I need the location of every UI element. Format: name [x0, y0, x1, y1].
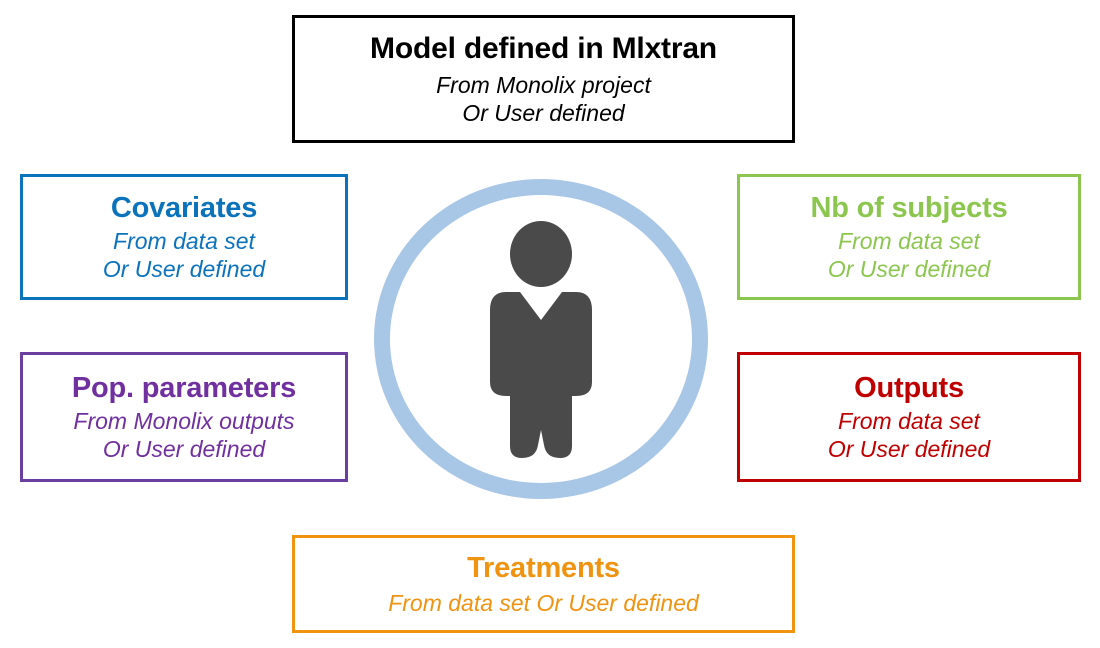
center-subject-figure — [374, 179, 708, 499]
box-treatments-subtitle-1: From data set Or User defined — [388, 589, 699, 616]
box-nb-of-subjects-title: Nb of subjects — [810, 192, 1008, 225]
box-model-title: Model defined in Mlxtran — [370, 32, 717, 66]
box-nb-of-subjects-subtitle-1: From data set — [838, 228, 980, 255]
box-model-subtitle-2: Or User defined — [462, 99, 625, 126]
box-treatments[interactable]: Treatments From data set Or User defined — [292, 535, 795, 633]
box-pop-parameters[interactable]: Pop. parameters From Monolix outputs Or … — [20, 352, 348, 482]
box-treatments-title: Treatments — [467, 552, 620, 585]
box-outputs-subtitle-2: Or User defined — [827, 435, 991, 462]
box-covariates-title: Covariates — [110, 192, 258, 225]
box-covariates[interactable]: Covariates From data set Or User defined — [20, 174, 348, 300]
box-pop-parameters-subtitle-1: From Monolix outputs — [73, 408, 295, 435]
box-pop-parameters-subtitle-2: Or User defined — [102, 435, 266, 462]
box-nb-of-subjects-subtitle-2: Or User defined — [827, 255, 991, 282]
box-covariates-subtitle-2: Or User defined — [102, 255, 266, 282]
box-model-subtitle-1: From Monolix project — [436, 71, 651, 98]
box-nb-of-subjects[interactable]: Nb of subjects From data set Or User def… — [737, 174, 1081, 300]
box-pop-parameters-title: Pop. parameters — [71, 372, 297, 405]
person-icon — [490, 221, 592, 458]
box-covariates-subtitle-1: From data set — [113, 228, 255, 255]
box-outputs-title: Outputs — [854, 372, 964, 405]
box-outputs-subtitle-1: From data set — [838, 408, 980, 435]
box-outputs[interactable]: Outputs From data set Or User defined — [737, 352, 1081, 482]
box-model-defined-in-mlxtran[interactable]: Model defined in Mlxtran From Monolix pr… — [292, 15, 795, 143]
